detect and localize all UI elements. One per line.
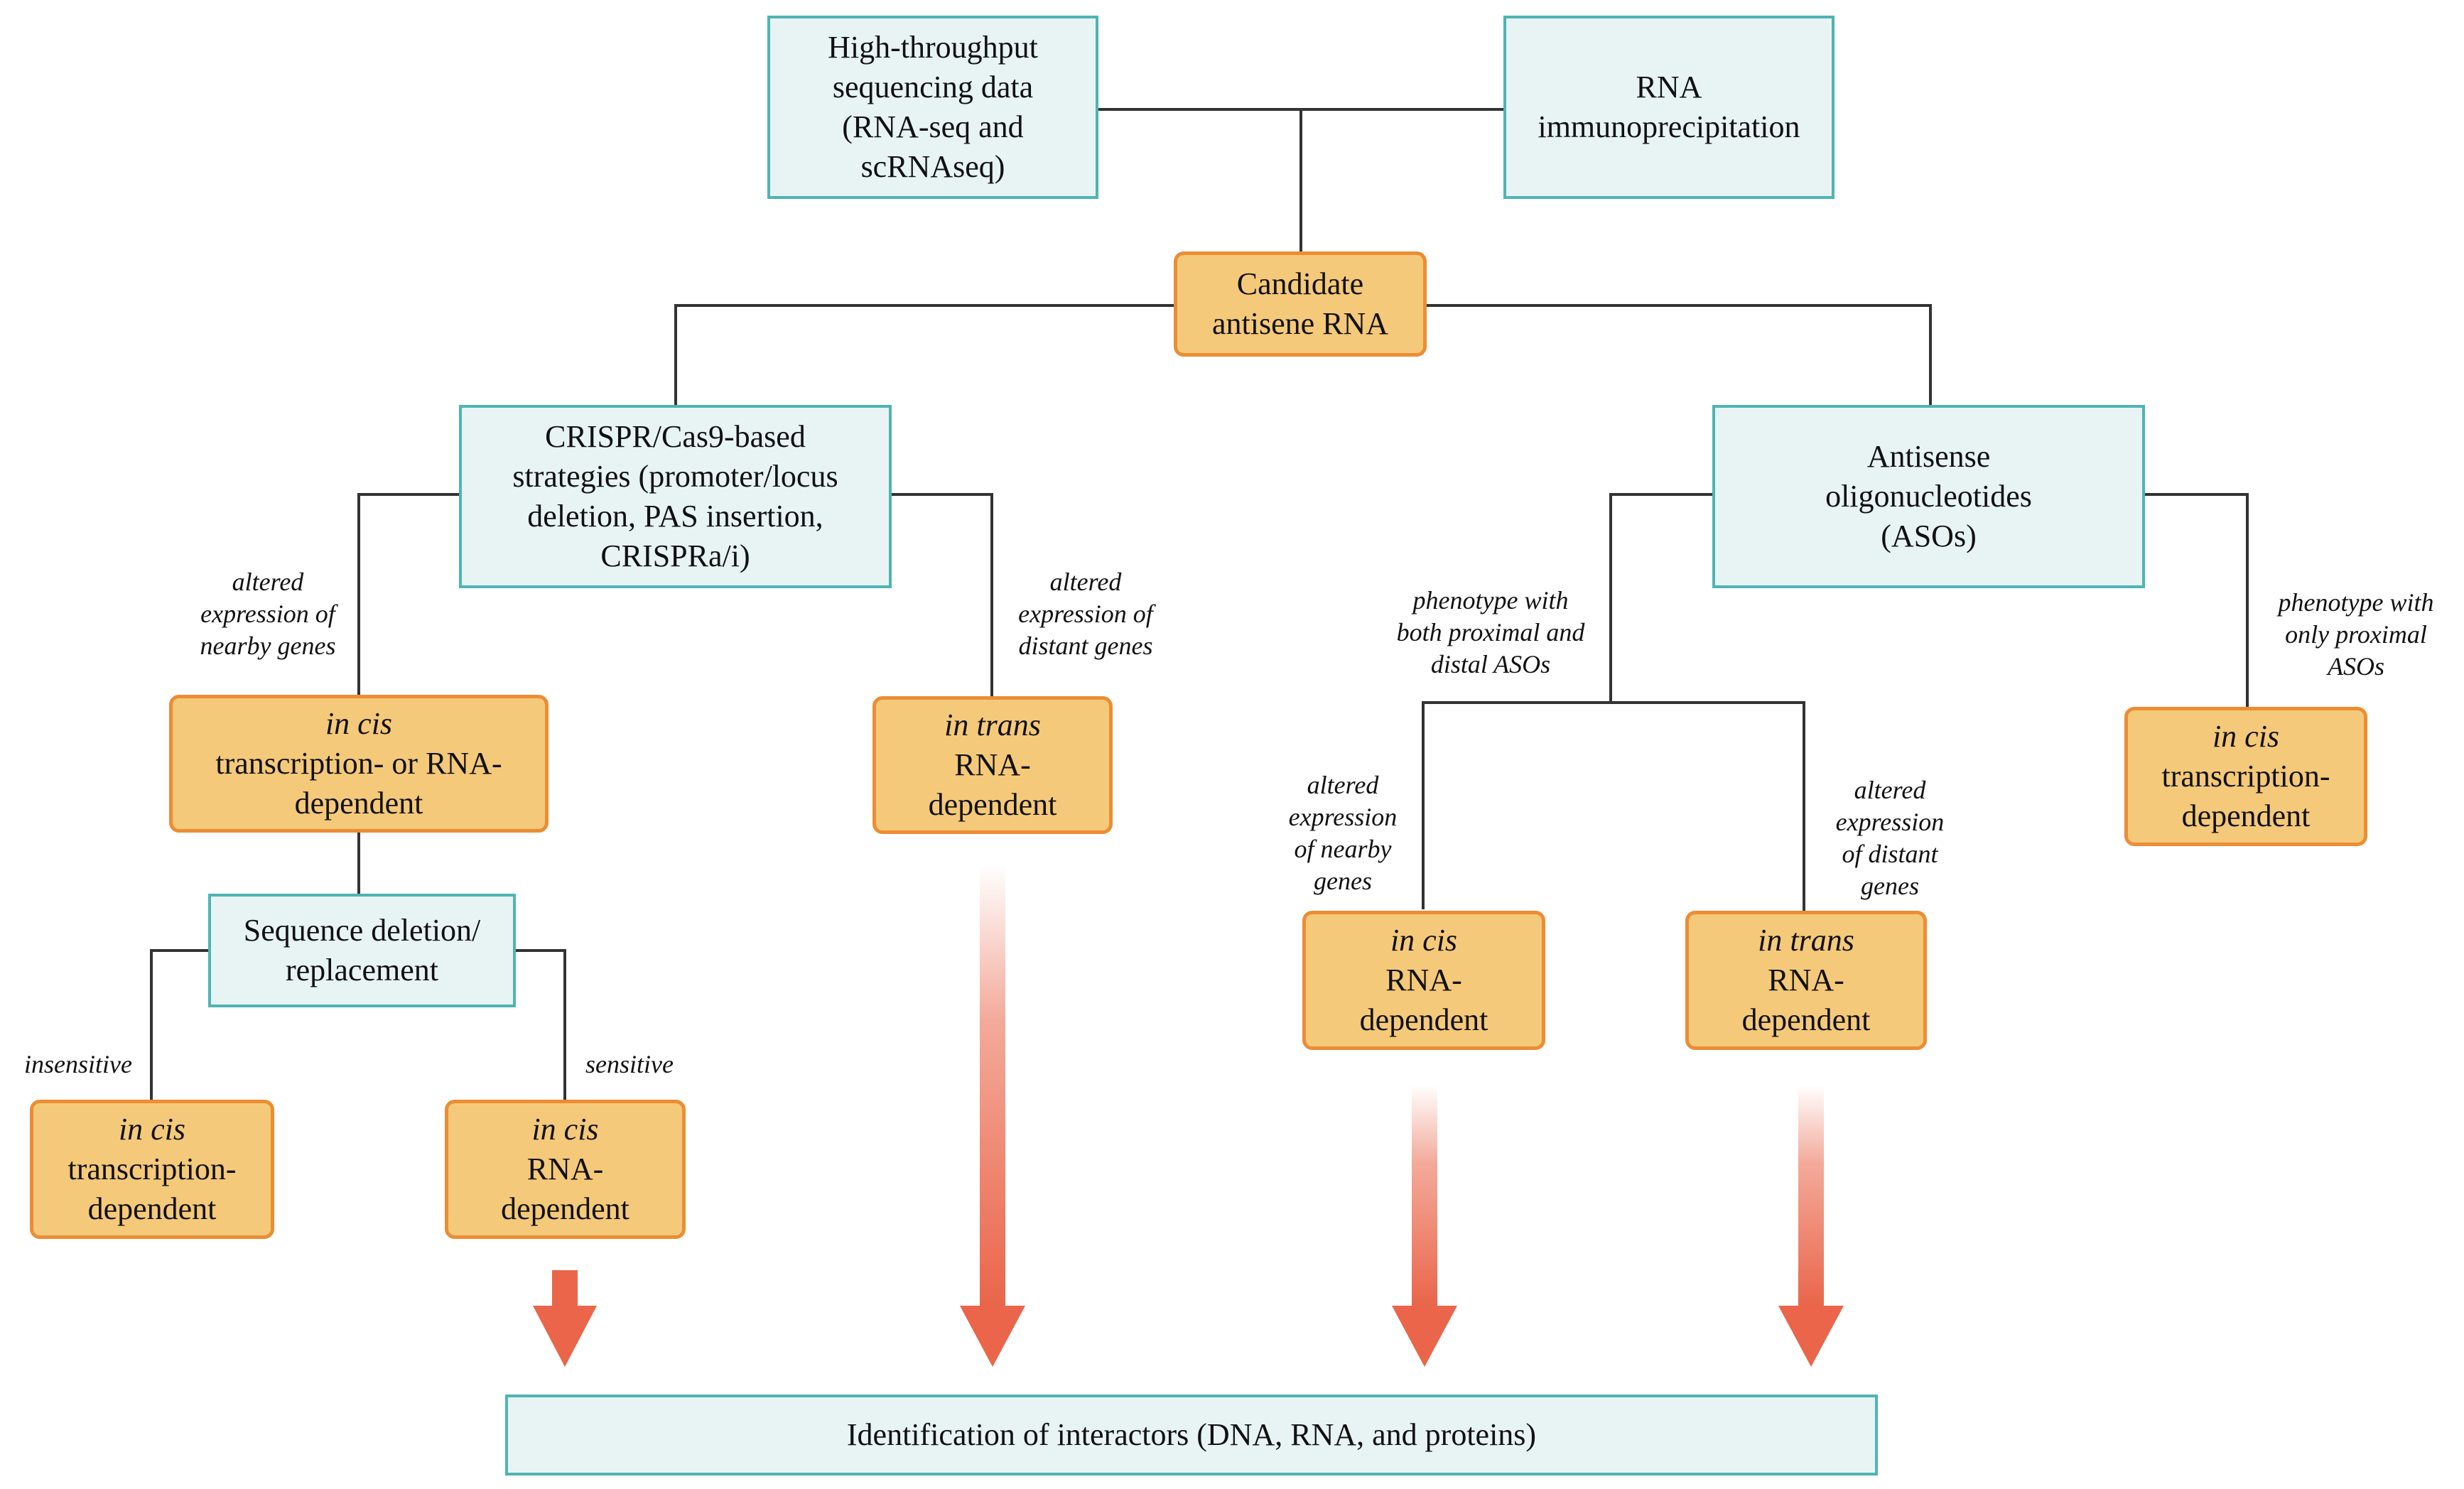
node-sequence-deletion-replacement: Sequence deletion/ replacement: [208, 894, 516, 1007]
label-text: ASOs: [2327, 652, 2384, 681]
connector-aso-right: [2145, 493, 2249, 707]
connector-seqdel-right: [516, 949, 566, 1100]
label-text: of distant: [1842, 840, 1938, 868]
node-in-cis-transcription-dependent-left: in cis transcription- dependent: [30, 1100, 274, 1239]
node-text: RNA-: [526, 1152, 604, 1186]
node-text: transcription- or RNA-: [215, 746, 502, 781]
connector-crispr-right: [892, 493, 993, 696]
node-text: replacement: [286, 953, 438, 987]
node-text: dependent: [87, 1191, 217, 1226]
node-in-cis-transcription-or-rna-dependent: in cis transcription- or RNA- dependent: [169, 695, 549, 833]
node-high-throughput-sequencing: High-throughput sequencing data (RNA-seq…: [767, 16, 1098, 199]
node-rna-immunoprecipitation: RNA immunoprecipitation: [1503, 16, 1835, 199]
node-text: strategies (promoter/locus: [512, 459, 838, 494]
arrow-to-interactors-2: [960, 865, 1025, 1367]
connector-aso-left: [1609, 493, 1712, 703]
node-mode: in cis: [1390, 923, 1458, 958]
node-mode: in cis: [325, 706, 393, 741]
node-identification-of-interactors: Identification of interactors (DNA, RNA,…: [505, 1395, 1878, 1476]
node-text: RNA-: [954, 747, 1031, 782]
label-altered-distant-aso: altered expression of distant genes: [1836, 774, 1945, 902]
node-text: Antisense: [1866, 439, 1991, 474]
node-mode: in cis: [531, 1112, 599, 1147]
connector-aso-branches: [1422, 701, 1805, 911]
label-text: of nearby: [1294, 835, 1392, 863]
label-text: only proximal: [2285, 620, 2427, 649]
node-text: Identification of interactors (DNA, RNA,…: [846, 1417, 1537, 1452]
label-text: altered: [232, 568, 304, 596]
node-mode: in cis: [2212, 719, 2280, 754]
node-text: dependent: [501, 1191, 629, 1226]
label-text: altered: [1854, 776, 1926, 804]
label-text: distant genes: [1018, 632, 1153, 660]
arrow-group: [533, 865, 1844, 1367]
node-in-cis-rna-dependent-left: in cis RNA- dependent: [445, 1100, 686, 1239]
label-text: altered: [1049, 568, 1122, 596]
label-text: expression: [1288, 803, 1398, 831]
label-text: genes: [1861, 872, 1919, 900]
node-text: dependent: [294, 786, 423, 821]
label-insensitive: insensitive: [24, 1049, 132, 1081]
node-text: dependent: [1359, 1002, 1488, 1037]
connector-seqdel-left: [150, 949, 208, 1100]
node-in-cis-rna-dependent-aso: in cis RNA- dependent: [1302, 911, 1545, 1050]
node-text: CRISPR/Cas9-based: [545, 419, 806, 454]
arrow-to-interactors-1: [533, 1270, 597, 1367]
node-text: (RNA-seq and: [842, 109, 1024, 144]
label-text: insensitive: [24, 1050, 132, 1078]
label-text: both proximal and: [1396, 618, 1585, 646]
node-text: Candidate: [1236, 266, 1364, 301]
node-mode: in cis: [118, 1112, 186, 1147]
label-altered-nearby-crispr: altered expression of nearby genes: [200, 566, 336, 662]
node-text: CRISPRa/i): [600, 538, 750, 573]
node-text: dependent: [1741, 1002, 1871, 1037]
node-text: RNA: [1636, 70, 1702, 104]
label-text: expression: [1835, 808, 1945, 836]
label-phenotype-both-asos: phenotype with both proximal and distal …: [1397, 585, 1585, 681]
node-mode: in trans: [944, 708, 1041, 742]
node-text: RNA-: [1385, 963, 1462, 997]
label-text: expression of: [200, 600, 335, 628]
label-text: genes: [1314, 867, 1372, 895]
node-in-trans-rna-dependent-crispr: in trans RNA- dependent: [872, 696, 1113, 834]
label-text: phenotype with: [2278, 588, 2434, 617]
label-text: sensitive: [585, 1050, 674, 1078]
node-text: oligonucleotides: [1825, 479, 2032, 514]
label-phenotype-proximal-asos: phenotype with only proximal ASOs: [2279, 587, 2434, 683]
connector-crispr-left: [357, 493, 459, 695]
label-text: altered: [1307, 771, 1379, 799]
node-text: (ASOs): [1881, 519, 1977, 553]
label-text: phenotype with: [1412, 586, 1569, 614]
label-altered-nearby-aso: altered expression of nearby genes: [1289, 769, 1398, 897]
node-crispr-strategies: CRISPR/Cas9-based strategies (promoter/l…: [459, 405, 892, 588]
node-text: deletion, PAS insertion,: [527, 499, 823, 534]
label-text: distal ASOs: [1430, 650, 1551, 678]
node-text: RNA-: [1768, 963, 1844, 997]
node-text: transcription-: [67, 1152, 237, 1186]
node-text: Sequence deletion/: [243, 913, 481, 948]
node-text: dependent: [928, 787, 1057, 822]
label-altered-distant-crispr: altered expression of distant genes: [1018, 566, 1153, 662]
node-text: transcription-: [2161, 759, 2330, 794]
label-sensitive: sensitive: [585, 1049, 674, 1081]
node-in-trans-rna-dependent-aso: in trans RNA- dependent: [1685, 911, 1927, 1050]
node-text: dependent: [2181, 798, 2311, 833]
node-text: immunoprecipitation: [1538, 109, 1800, 144]
label-text: nearby genes: [200, 632, 336, 660]
node-candidate-antisense-rna: Candidate antisene RNA: [1174, 251, 1427, 357]
label-text: expression of: [1018, 600, 1153, 628]
node-text: antisene RNA: [1211, 306, 1389, 341]
arrow-to-interactors-4: [1778, 1085, 1844, 1367]
node-text: sequencing data: [832, 70, 1034, 104]
node-mode: in trans: [1758, 923, 1854, 958]
arrow-to-interactors-3: [1392, 1085, 1457, 1367]
node-antisense-oligonucleotides: Antisense oligonucleotides (ASOs): [1712, 405, 2145, 588]
node-in-cis-transcription-dependent-aso: in cis transcription- dependent: [2124, 707, 2367, 846]
node-text: High-throughput: [828, 30, 1038, 65]
node-text: scRNAseq): [860, 149, 1005, 184]
